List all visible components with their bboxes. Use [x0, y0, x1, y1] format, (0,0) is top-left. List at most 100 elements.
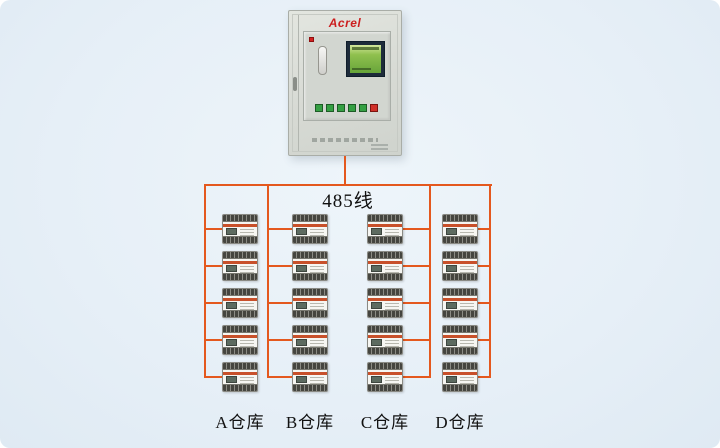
meter-markings	[460, 265, 474, 273]
brand-band	[293, 372, 327, 375]
brand-band	[293, 298, 327, 301]
terminal-strip-top	[223, 252, 257, 259]
device-stub-line	[402, 376, 431, 378]
brand-band	[223, 298, 257, 301]
meter-display	[296, 228, 307, 235]
device-stub-line	[402, 339, 431, 341]
meter-display	[371, 339, 382, 346]
din-rail-meter-icon	[292, 325, 328, 355]
meter-markings	[460, 339, 474, 347]
button-row	[315, 104, 378, 112]
bus-drop-line	[429, 184, 431, 378]
meter-display	[296, 302, 307, 309]
meter-display	[296, 376, 307, 383]
device-stub-line	[402, 228, 431, 230]
terminal-strip-top	[293, 326, 327, 333]
din-rail-meter-icon	[292, 362, 328, 392]
meter-markings	[460, 302, 474, 310]
brand-band	[223, 261, 257, 264]
din-rail-meter-icon	[222, 362, 258, 392]
device-stub-line	[204, 228, 223, 230]
bus-drop-line	[204, 184, 206, 378]
terminal-strip-bottom	[443, 273, 477, 280]
meter-markings	[240, 302, 254, 310]
terminal-strip-bottom	[223, 236, 257, 243]
terminal-strip-top	[443, 215, 477, 222]
device-stub-line	[402, 302, 431, 304]
din-rail-meter-icon	[367, 214, 403, 244]
cabinet-nameplate	[312, 138, 378, 142]
din-rail-meter-icon	[367, 325, 403, 355]
terminal-strip-top	[368, 252, 402, 259]
bus-drop-line	[267, 184, 269, 378]
meter-markings	[385, 376, 399, 384]
terminal-strip-bottom	[443, 236, 477, 243]
alarm-led-icon	[309, 37, 314, 42]
warehouse-label: D仓库	[435, 413, 485, 432]
panel-button-icon	[359, 104, 367, 112]
din-rail-meter-icon	[442, 251, 478, 281]
terminal-strip-bottom	[293, 384, 327, 391]
terminal-strip-top	[223, 326, 257, 333]
meter-display	[446, 228, 457, 235]
meter-markings	[240, 376, 254, 384]
terminal-strip-top	[443, 289, 477, 296]
terminal-strip-bottom	[368, 384, 402, 391]
brand-band	[223, 224, 257, 227]
brand-band	[443, 335, 477, 338]
meter-display	[226, 302, 237, 309]
terminal-strip-top	[443, 252, 477, 259]
terminal-strip-bottom	[223, 347, 257, 354]
panel-button-icon	[337, 104, 345, 112]
meter-markings	[310, 339, 324, 347]
terminal-strip-top	[443, 326, 477, 333]
acrel-logo: Acrel	[328, 16, 362, 30]
cabinet-feeder-line	[344, 156, 346, 186]
terminal-strip-top	[293, 252, 327, 259]
meter-display	[446, 265, 457, 272]
meter-display	[226, 376, 237, 383]
lcd-screen-content	[350, 45, 381, 73]
meter-markings	[310, 376, 324, 384]
din-rail-meter-icon	[292, 214, 328, 244]
meter-markings	[240, 228, 254, 236]
cabinet-panel	[303, 31, 391, 121]
meter-display	[296, 265, 307, 272]
brand-band	[368, 372, 402, 375]
din-rail-meter-icon	[442, 362, 478, 392]
device-stub-line	[477, 302, 491, 304]
terminal-strip-bottom	[368, 347, 402, 354]
terminal-strip-top	[293, 215, 327, 222]
terminal-strip-bottom	[443, 347, 477, 354]
terminal-strip-bottom	[368, 273, 402, 280]
device-stub-line	[477, 339, 491, 341]
indicator-slot-icon	[318, 46, 327, 75]
panel-button-icon	[348, 104, 356, 112]
meter-markings	[385, 265, 399, 273]
bus-drop-line	[489, 184, 491, 378]
din-rail-meter-icon	[367, 251, 403, 281]
panel-button-icon	[326, 104, 334, 112]
panel-stop-button-icon	[370, 104, 378, 112]
meter-display	[296, 339, 307, 346]
terminal-strip-top	[223, 363, 257, 370]
din-rail-meter-icon	[367, 288, 403, 318]
meter-display	[226, 339, 237, 346]
brand-band	[443, 261, 477, 264]
meter-markings	[310, 265, 324, 273]
din-rail-meter-icon	[367, 362, 403, 392]
terminal-strip-top	[223, 289, 257, 296]
warehouse-label: C仓库	[360, 413, 410, 432]
terminal-strip-bottom	[293, 273, 327, 280]
terminal-strip-top	[368, 215, 402, 222]
terminal-strip-top	[223, 215, 257, 222]
panel-button-icon	[315, 104, 323, 112]
brand-band	[443, 298, 477, 301]
meter-markings	[240, 339, 254, 347]
device-stub-line	[267, 376, 293, 378]
device-stub-line	[267, 228, 293, 230]
brand-band	[368, 298, 402, 301]
control-cabinet: Acrel	[288, 10, 402, 156]
meter-markings	[385, 302, 399, 310]
